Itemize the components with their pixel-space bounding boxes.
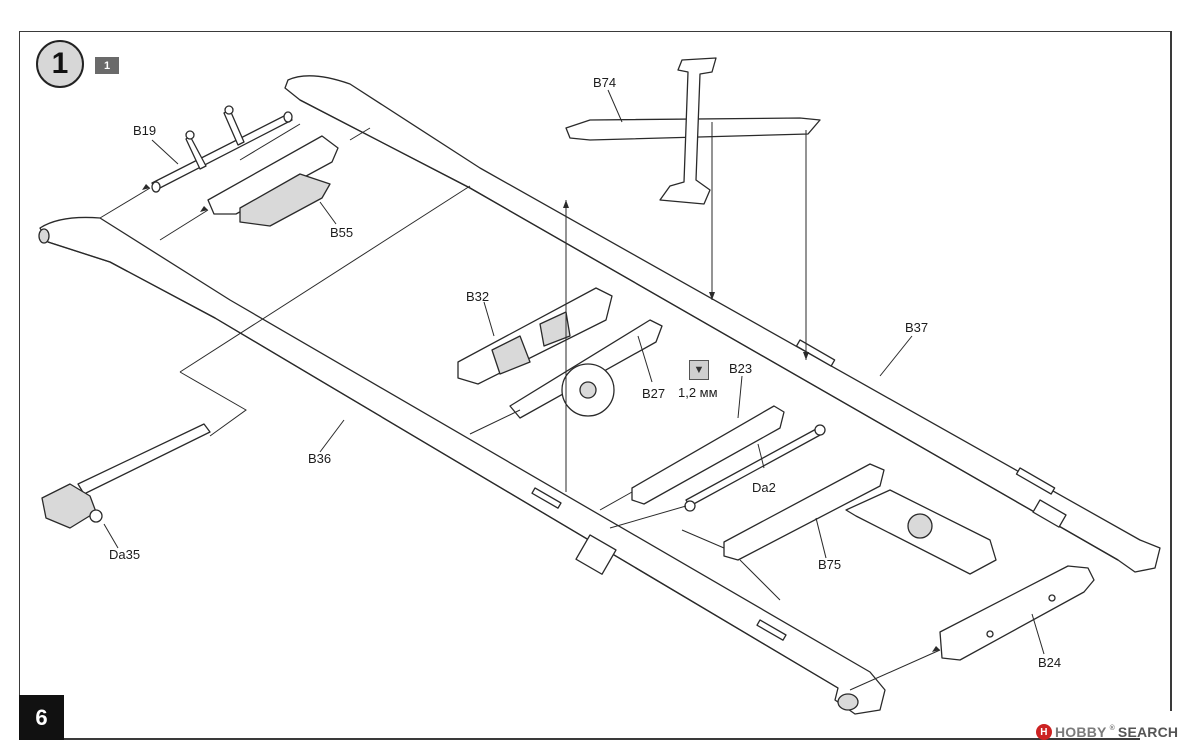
drill-hole-icon: ▼ [689,360,709,380]
label-b37: B37 [905,320,929,335]
step-badge: 1 [95,57,119,74]
part-da35-shaft [41,423,211,529]
label-b32: B32 [466,289,490,304]
label-b24: B24 [1038,655,1062,670]
watermark-word-search: SEARCH [1117,724,1179,740]
part-b24-crossmember [939,565,1095,661]
drill-hole-glyph: ▼ [693,364,705,376]
label-da2: Da2 [752,480,776,495]
watermark-word-hobby: HOBBY [1055,724,1107,740]
watermark-registered: ® [1109,724,1115,732]
part-b75-rail [723,463,885,561]
hobbysearch-watermark: H HOBBY ® SEARCH [1036,724,1178,740]
label-b36: B36 [308,451,332,466]
part-b55-bracket [207,135,339,227]
part-b23-rail [631,405,785,505]
part-b36-left-rail [38,216,886,715]
label-b75: B75 [818,557,842,572]
part-b74-cross-brace [565,57,821,205]
page-number: 6 [19,695,64,740]
label-b23: B23 [729,361,753,376]
drill-dimension: 1,2 мм [678,385,718,400]
label-b19: B19 [133,123,157,138]
part-b19-rod [151,105,293,193]
part-b27-plate [509,319,663,419]
page-frame [19,31,1171,740]
part-da2-rod [684,424,826,512]
label-da35: Da35 [109,547,141,562]
label-b27: B27 [642,386,666,401]
page-frame-bottom [60,738,1140,740]
part-plate [845,489,997,575]
part-b37-right-rail [284,75,1161,573]
label-b74: B74 [593,75,617,90]
hobbysearch-logo-icon: H [1036,724,1052,740]
label-b55: B55 [330,225,354,240]
step-number: 1 [36,40,84,88]
part-b32-crossmember [457,287,613,385]
page-frame-right [1170,31,1172,711]
